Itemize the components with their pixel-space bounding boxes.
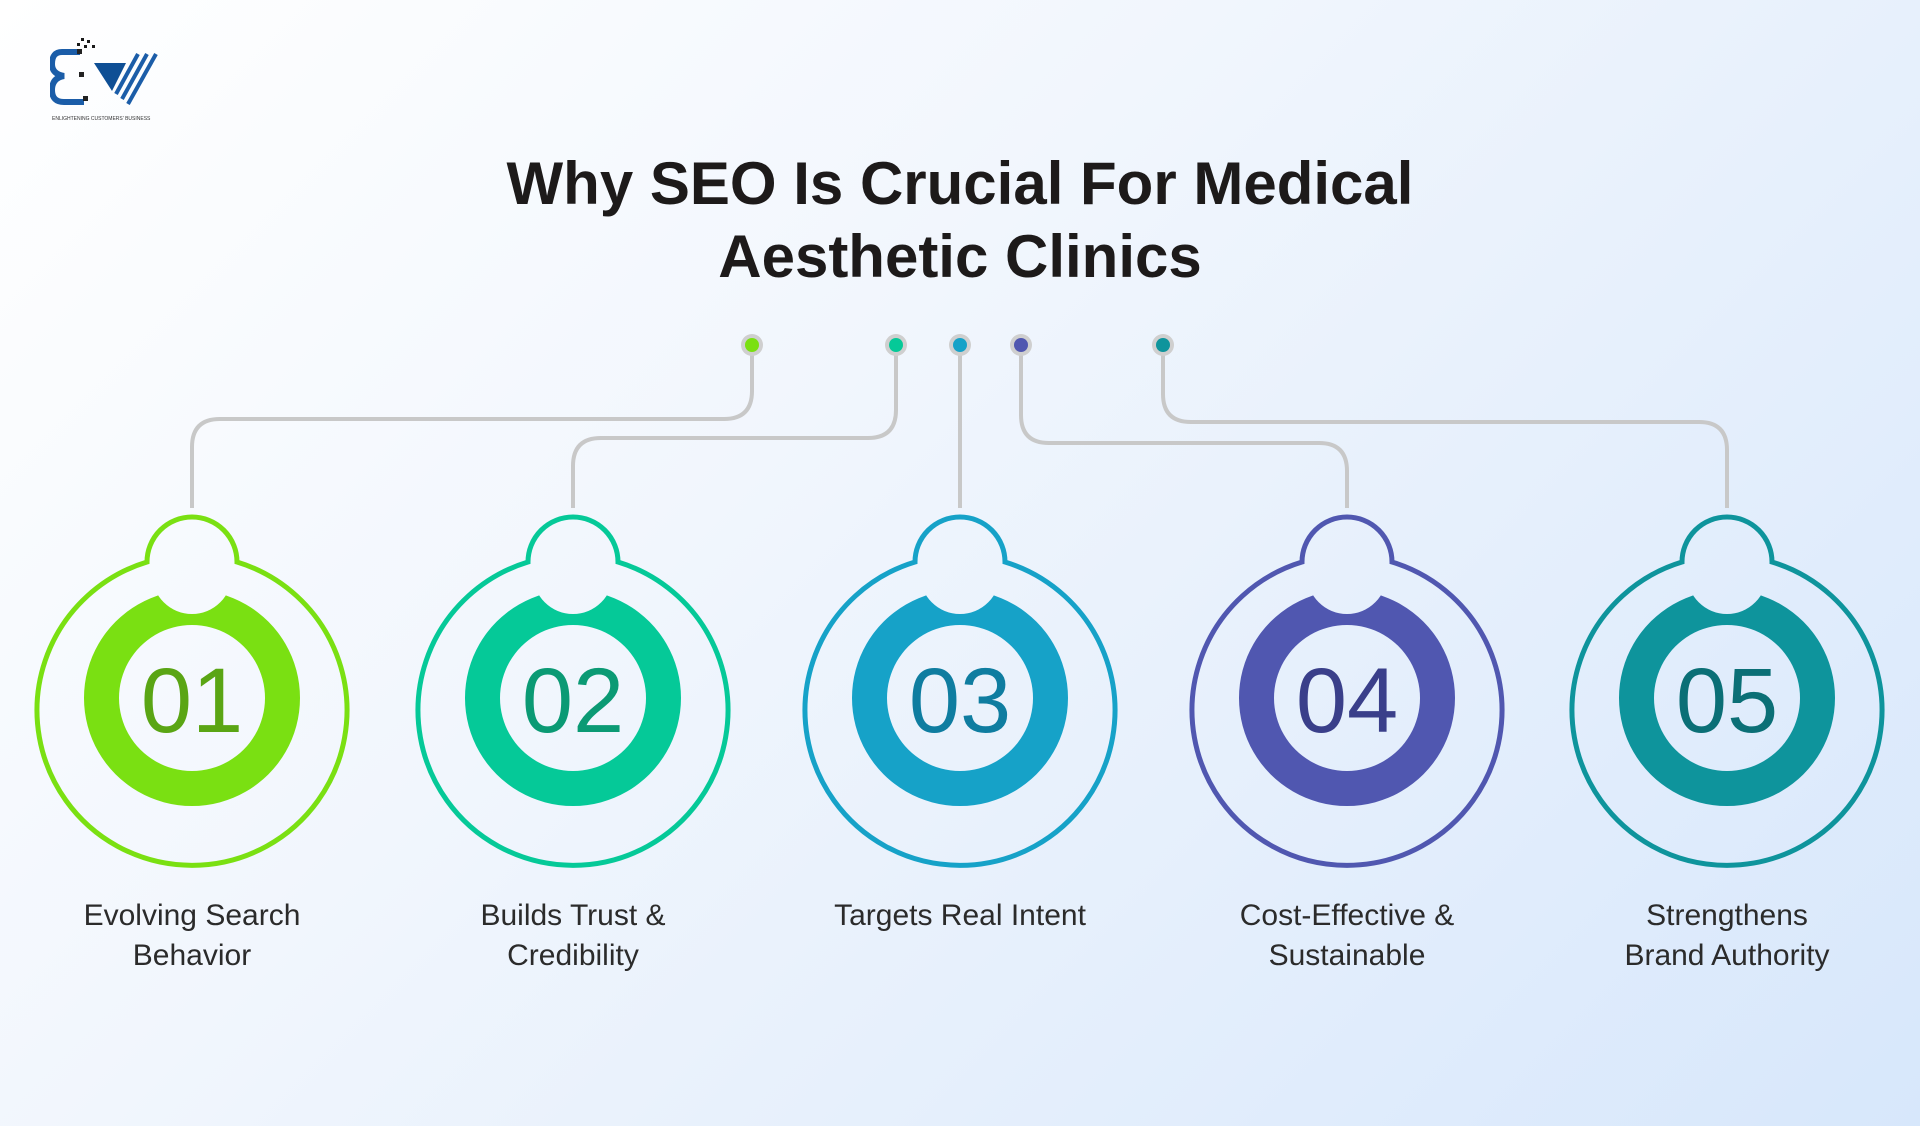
step-badge-04: 04: [1189, 514, 1505, 868]
badge-outline: [802, 514, 1118, 868]
step-number: 05: [1676, 650, 1778, 752]
badge-ring: [1238, 590, 1455, 806]
step-badge-02: 02: [415, 514, 731, 868]
step-badge-03: 03: [802, 514, 1118, 868]
connector-line: [190, 345, 754, 508]
company-logo: ENLIGHTENING CUSTOMERS' BUSINESS: [50, 38, 158, 122]
connector-dot: [1014, 338, 1028, 352]
step-label-label-line1: Cost-Effective &: [1239, 899, 1455, 932]
badge-ring: [1618, 590, 1835, 806]
step-label-label-line1: Evolving Search: [83, 899, 301, 932]
badge-ring: [464, 590, 681, 807]
connector-line: [1019, 345, 1349, 508]
connector-line: [571, 345, 898, 508]
step-badge-05: 05: [1569, 514, 1885, 868]
step-number: 03: [909, 650, 1011, 752]
badge-ring: [83, 590, 300, 806]
step-number: 02: [522, 650, 624, 752]
badge-outline: [34, 514, 350, 868]
step-label: Cost-Effective & Sustainable: [1197, 896, 1497, 976]
step-label: Targets Real Intent: [810, 896, 1110, 936]
step-number: 01: [141, 650, 243, 752]
badge-outline: [1189, 514, 1505, 868]
step-label-label-line1: Targets Real Intent: [834, 899, 1086, 932]
step-label-label-line1: Builds Trust &: [480, 899, 666, 932]
step-label-label-line1: Strengthens: [1646, 899, 1808, 932]
connector-dot: [1156, 338, 1170, 352]
step-badge-01: 01: [34, 514, 350, 868]
connector-dot: [889, 338, 903, 352]
step-label-label-line2: Behavior: [132, 939, 252, 972]
step-label-label-line2: Sustainable: [1268, 939, 1426, 972]
badge-outline: [415, 514, 731, 868]
connector-line: [1161, 345, 1729, 508]
badge-outline: [1569, 514, 1885, 868]
page-title-line-2: Aesthetic Clinics: [718, 223, 1202, 290]
connector-dot: [745, 338, 759, 352]
step-label-label-line2: Brand Authority: [1624, 939, 1830, 972]
step-label: Builds Trust & Credibility: [423, 896, 723, 976]
connector-dot: [953, 338, 967, 352]
step-number: 04: [1296, 650, 1398, 752]
svg-text:ENLIGHTENING CUSTOMERS' BUSINE: ENLIGHTENING CUSTOMERS' BUSINESS: [52, 116, 151, 122]
page-title-line-1: Why SEO Is Crucial For Medical: [506, 150, 1414, 217]
badge-ring: [851, 590, 1068, 807]
step-label-label-line2: Credibility: [507, 939, 639, 972]
